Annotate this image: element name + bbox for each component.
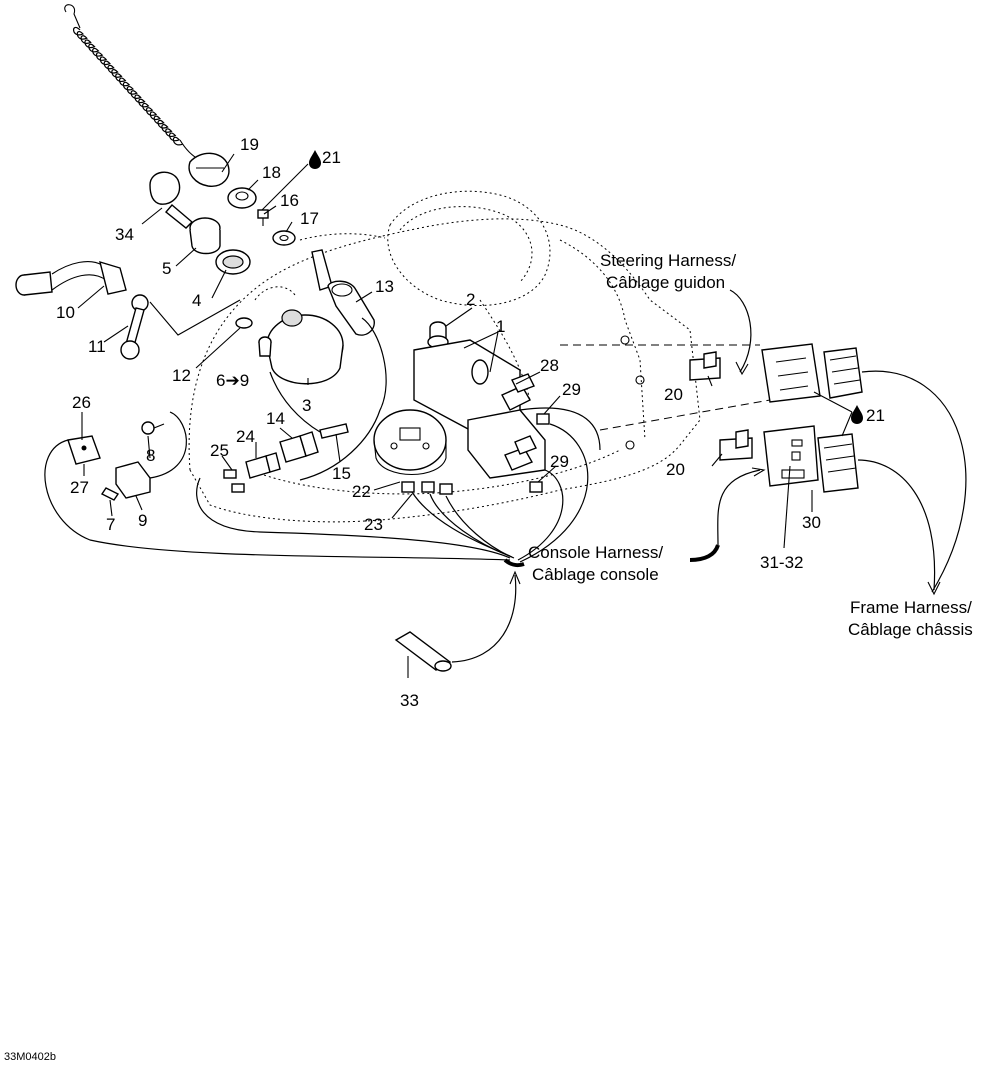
console-harness-label-fr: Câblage console xyxy=(532,565,659,584)
callout-17: 17 xyxy=(300,209,319,228)
coiled-lanyard-cord xyxy=(64,4,201,161)
console-outline xyxy=(188,190,771,523)
connector-14 xyxy=(279,431,319,463)
callout-24: 24 xyxy=(236,427,255,446)
callout-25: 25 xyxy=(210,441,229,460)
callout-20b: 20 xyxy=(666,460,685,479)
callout-23: 23 xyxy=(364,515,383,534)
callout-15: 15 xyxy=(332,464,351,483)
console-harness-mark-left xyxy=(503,558,525,568)
frame-harness-label-fr: Câblage châssis xyxy=(848,620,973,639)
connector-29a xyxy=(536,413,550,425)
leader-lines xyxy=(77,153,853,678)
callout-19: 19 xyxy=(240,135,259,154)
callout-31-32: 31-32 xyxy=(760,553,803,572)
callout-18: 18 xyxy=(262,163,281,182)
callout-3: 3 xyxy=(302,396,311,415)
callout-4: 4 xyxy=(192,291,201,310)
callout-20a: 20 xyxy=(664,385,683,404)
frame-harness-wire-2 xyxy=(857,459,936,591)
connector-30 xyxy=(817,433,859,493)
figure-id: 33M0402b xyxy=(4,1051,56,1063)
terminal-25 xyxy=(223,469,245,493)
gauge-22 xyxy=(373,409,447,475)
callout-22: 22 xyxy=(352,482,371,501)
tube-33 xyxy=(394,570,521,672)
callout-6: 6➔9 xyxy=(216,371,249,390)
callout-14: 14 xyxy=(266,409,285,428)
connector-28 xyxy=(501,373,537,471)
lanyard-cap-34 xyxy=(149,171,194,229)
console-wires xyxy=(44,317,601,563)
fuse-7 xyxy=(100,487,120,501)
steering-harness-label-en: Steering Harness/ xyxy=(600,251,736,270)
console-harness-label-en: Console Harness/ xyxy=(528,543,663,562)
sealant-drop-icon xyxy=(851,405,863,424)
callout-9: 9 xyxy=(138,511,147,530)
callout-1: 1 xyxy=(496,317,505,336)
callout-26: 26 xyxy=(72,393,91,412)
screw-16 xyxy=(257,209,269,226)
callout-12: 12 xyxy=(172,366,191,385)
bracket-20b xyxy=(719,429,753,461)
steering-harness-wire xyxy=(729,289,752,373)
callout-29b: 29 xyxy=(550,452,569,471)
ring-terminal-8 xyxy=(141,421,165,435)
post-18 xyxy=(227,187,257,209)
callout-5: 5 xyxy=(162,259,171,278)
arrow-head-console xyxy=(751,467,766,477)
nut-12 xyxy=(235,317,253,329)
frame-harness-label-en: Frame Harness/ xyxy=(850,598,972,617)
washer-17 xyxy=(272,230,296,246)
callout-7: 7 xyxy=(106,515,115,534)
ring-4 xyxy=(215,249,251,275)
fuse-cap-27 xyxy=(67,435,101,465)
callout-13: 13 xyxy=(375,277,394,296)
callout-21b: 21 xyxy=(866,406,885,425)
cable-10 xyxy=(15,260,127,296)
bracket-20a xyxy=(689,351,721,381)
callout-11: 11 xyxy=(88,337,106,356)
callout-27: 27 xyxy=(70,478,89,497)
connector-29b xyxy=(529,481,543,493)
connector-24 xyxy=(245,452,281,479)
sealant-drop-icon xyxy=(309,150,321,169)
fuse-holder-6 xyxy=(258,336,272,357)
callout-10: 10 xyxy=(56,303,75,322)
callout-16: 16 xyxy=(280,191,299,210)
steering-harness-label-fr: Câblage guidon xyxy=(606,273,725,292)
console-to-connector-wire xyxy=(717,469,761,546)
key-19 xyxy=(188,152,230,187)
console-harness-mark-right xyxy=(689,544,720,562)
callout-2: 2 xyxy=(466,290,475,309)
callout-28: 28 xyxy=(540,356,559,375)
ignition-switch-3 xyxy=(266,309,344,385)
connector-31-32 xyxy=(763,425,819,487)
frame-harness-wire-1 xyxy=(861,370,967,593)
terminal-15 xyxy=(319,423,349,439)
connector-9 xyxy=(115,461,151,499)
lever-11 xyxy=(120,294,149,360)
callout-29a: 29 xyxy=(562,380,581,399)
arrow-head-steering xyxy=(735,361,749,376)
callout-8: 8 xyxy=(146,446,155,465)
callout-33: 33 xyxy=(400,691,419,710)
boot-5 xyxy=(189,217,221,255)
arrow-head-frame xyxy=(927,581,941,596)
terminals-23 xyxy=(401,481,453,495)
sensor-13 xyxy=(311,249,375,336)
callout-30: 30 xyxy=(802,513,821,532)
connector-steering xyxy=(761,343,863,403)
callout-34: 34 xyxy=(115,225,134,244)
callout-21a: 21 xyxy=(322,148,341,167)
